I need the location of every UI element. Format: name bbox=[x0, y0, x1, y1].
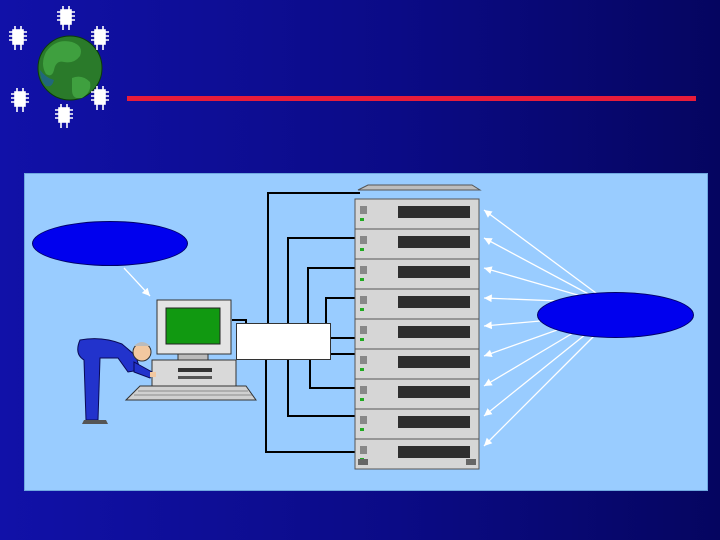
server-unit-icon bbox=[354, 318, 480, 350]
server-rack bbox=[354, 184, 482, 470]
switch-box bbox=[236, 323, 331, 360]
server-arrows bbox=[483, 209, 601, 447]
computer-workstation-icon bbox=[124, 299, 257, 401]
server-unit-icon bbox=[354, 258, 480, 290]
person-icon bbox=[77, 338, 156, 424]
title-underline bbox=[127, 96, 696, 101]
server-unit-icon bbox=[354, 378, 480, 410]
server-unit-icon bbox=[354, 198, 480, 230]
chip-icon bbox=[9, 6, 109, 128]
server-unit-icon bbox=[354, 348, 480, 380]
right-callout-bubble bbox=[537, 292, 694, 338]
server-unit-icon bbox=[354, 228, 480, 260]
server-unit-icon bbox=[354, 408, 480, 440]
server-unit-icon bbox=[354, 438, 480, 470]
server-unit-icon bbox=[354, 288, 480, 320]
left-callout-bubble bbox=[32, 221, 188, 266]
